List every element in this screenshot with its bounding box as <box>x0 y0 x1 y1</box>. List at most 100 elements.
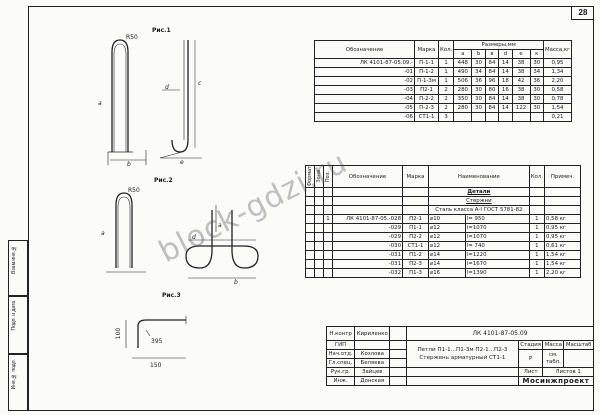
cell-size <box>471 112 486 122</box>
cell-size <box>484 112 500 122</box>
sheet-number: 28 <box>571 6 594 20</box>
tb-sheet-label: Лист <box>517 367 544 377</box>
dim-label: 150 <box>150 362 162 369</box>
cell-size: 80 <box>484 85 500 95</box>
cell-empty <box>314 268 324 278</box>
cell-dia: ⌀12 <box>428 232 466 242</box>
steel-class: Сталь класса А-I ГОСТ 5781-82 <box>428 205 530 215</box>
cell-qty: 1 <box>528 214 546 224</box>
tb-title: Петли П1-1...П1-3м П2-1...П2-3 <box>417 347 508 353</box>
cell-empty <box>314 223 324 233</box>
cell-dia: ⌀12 <box>428 241 466 251</box>
tb-organization: Мосинжпроект <box>517 376 595 386</box>
cell-size: 36 <box>471 76 486 86</box>
tb-role: Н.контр <box>325 326 356 341</box>
cell-empty <box>305 268 315 278</box>
cell-pos <box>323 268 333 278</box>
side-stamp-sign: Подп. и дата <box>8 296 28 354</box>
cell-len: l= 950 <box>464 214 530 224</box>
cell-size: 36 <box>529 76 545 86</box>
figure-1-caption: Рис.1 <box>152 27 171 34</box>
cell-qty: 1 <box>437 76 455 86</box>
cell-size: 84 <box>484 94 500 104</box>
cell-pos <box>323 232 333 242</box>
cell-designation: -031 <box>332 250 403 260</box>
col-header: Примеч. <box>544 165 581 188</box>
tb-name: Кириленко <box>354 326 391 341</box>
cell-size: 38 <box>511 85 531 95</box>
figure-1-loop <box>107 39 147 165</box>
figure-2-loop <box>106 192 146 273</box>
tb-sheets-value: 1 <box>577 369 581 375</box>
cell-size: 30 <box>471 103 486 113</box>
cell-qty: 1 <box>437 67 455 77</box>
cell-pos <box>323 259 333 269</box>
cell-empty <box>305 223 315 233</box>
cell-note: 0,58 кг <box>544 214 581 224</box>
figure-2-caption: Рис.2 <box>154 177 173 184</box>
col-header: Наименование <box>428 165 530 188</box>
cell-designation: -03 <box>314 85 415 95</box>
cell-qty: 2 <box>437 85 455 95</box>
subsection-title: Стержни <box>428 196 530 206</box>
cell-designation: -01 <box>314 67 415 77</box>
col-header: Обозначение <box>314 40 415 59</box>
cell-len: l=1670 <box>464 259 530 269</box>
cell-size <box>453 112 473 122</box>
cell-size <box>498 112 513 122</box>
cell-len: l=1390 <box>464 268 530 278</box>
cell-dia: ⌀10 <box>428 214 466 224</box>
tb-role: ГИП <box>325 340 356 350</box>
cell-mark: П2-1 <box>402 214 429 224</box>
cell-designation: -031 <box>332 259 403 269</box>
cell-designation: -032 <box>332 268 403 278</box>
title-block: Н.контр Кириленко ЛК 4101-87-05.09 ГИП П… <box>325 326 595 386</box>
cell-designation: -030 <box>332 241 403 251</box>
cell-designation: -02 <box>314 76 415 86</box>
tb-name <box>354 340 391 350</box>
cell-len: l= 740 <box>464 241 530 251</box>
dim-label: 395 <box>151 338 163 345</box>
cell-size: 96 <box>484 76 500 86</box>
cell-designation: ЛК 4101-87-05.-028 <box>332 214 403 224</box>
cell-qty: 1 <box>528 223 546 233</box>
cell-mass: 0,95 <box>543 58 572 68</box>
cell-note: 0,61 кг <box>544 241 581 251</box>
cell-pos <box>323 223 333 233</box>
cell-designation: ЛК 4101-87-05.09.- <box>314 58 415 68</box>
tb-code: ЛК 4101-87-05.09 <box>406 326 594 341</box>
side-stamp-replace: Взам.инв.№ <box>8 240 28 296</box>
dim-label: a <box>98 100 102 107</box>
dim-label: a <box>218 222 222 229</box>
radius-label: R50 <box>126 34 138 41</box>
col-header: Кол. <box>437 40 455 59</box>
cell-mass: 1,54 <box>543 103 572 113</box>
cell-mark: П-2-2 <box>414 94 439 104</box>
cell-qty: 1 <box>528 232 546 242</box>
cell-qty: 1 <box>437 58 455 68</box>
cell-mark: СТ1-1 <box>402 241 429 251</box>
cell-mark: П1-1 <box>402 223 429 233</box>
cell-size: 14 <box>498 103 513 113</box>
cell-len: l=1070 <box>464 223 530 233</box>
cell-note: 1,54 кг <box>544 259 581 269</box>
tb-stage-value: Р <box>517 349 544 368</box>
tb-scale-label: Масштаб <box>563 340 594 350</box>
cell-size: 38 <box>511 58 531 68</box>
cell-size: 280 <box>453 103 473 113</box>
tb-sheets-label: Листов <box>555 369 576 375</box>
figure-2-front-view <box>185 205 259 279</box>
cell-dia: ⌀16 <box>428 268 466 278</box>
cell-size: 350 <box>453 94 473 104</box>
tb-mass-value: табл. <box>545 358 561 365</box>
cell-mark: П2-1 <box>414 85 439 95</box>
size-col: d <box>498 49 513 59</box>
cell-qty: 1 <box>528 268 546 278</box>
